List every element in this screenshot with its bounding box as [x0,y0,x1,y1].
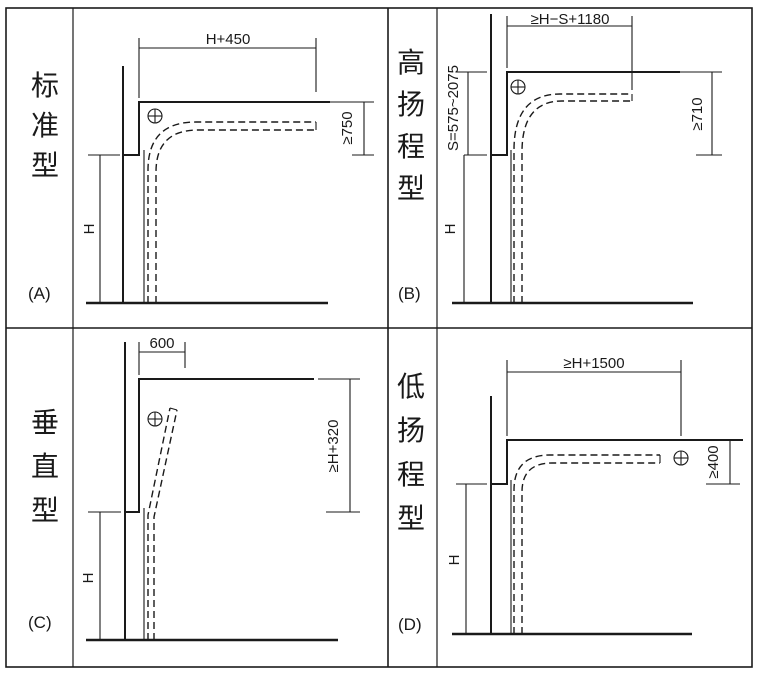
panel-b-height-label: H [442,224,459,235]
panel-d-track-inner [513,454,660,634]
panel-c-char-1: 垂 [31,406,59,439]
panel-b-track-inner [513,93,632,303]
panel-a-track-outer [155,129,316,303]
panel-a-dim-right: ≥750 [339,111,356,144]
panel-b-char-1: 高 [397,46,425,79]
outer-frame [5,7,753,668]
panel-d-height-label: H [446,555,463,566]
panel-a-label: (A) [28,284,51,303]
panel-c-dim-right: ≥H+320 [325,420,342,473]
panel-c: 垂 直 型 (C) 600 ≥H+320 H [28,335,360,642]
panel-b-header-ceiling [491,71,680,156]
panel-b-char-3: 程 [397,130,425,163]
panel-b-char-4: 型 [397,172,425,205]
panel-b-dim-left: S=575~2075 [445,65,462,151]
panel-d-dim-top: ≥H+1500 [563,355,624,372]
panel-a-track-inner [147,121,316,303]
panel-d: 低 扬 程 型 (D) ≥H+1500 ≥400 H [397,355,743,636]
panel-b-track-outer [521,100,632,303]
panel-c-track-outer [153,409,178,640]
panel-b-dim-top: ≥H−S+1180 [531,11,610,28]
panel-a-char-3: 型 [31,149,59,182]
panel-a-header-ceiling [123,101,330,156]
panel-a: 标 准 型 (A) H+450 ≥750 H [28,31,374,305]
panel-a-height-label: H [81,224,98,235]
panel-c-height-label: H [80,573,97,584]
panel-b-dim-right: ≥710 [689,97,706,130]
panel-c-header-ceiling [125,378,314,513]
panel-d-label: (D) [398,615,422,634]
panel-a-char-1: 标 [31,69,59,102]
panel-b: 高 扬 程 型 (B) ≥H−S+1180 ≥710 S=575~2075 H [397,11,722,305]
panel-d-char-1: 低 [397,370,425,403]
panel-d-char-4: 型 [397,502,425,535]
panel-d-track-outer [521,462,660,634]
panel-d-header-ceiling [491,439,743,485]
panel-c-track-inner [147,407,171,640]
panel-d-char-2: 扬 [397,414,425,447]
panel-a-dim-top: H+450 [206,31,251,48]
panel-d-char-3: 程 [397,458,425,491]
panel-b-char-2: 扬 [397,88,425,121]
panel-b-label: (B) [398,284,421,303]
panel-c-dim-top: 600 [149,335,174,352]
panel-d-dim-right: ≥400 [705,445,722,478]
panel-c-char-2: 直 [31,450,59,483]
panel-c-label: (C) [28,613,52,632]
panel-a-char-2: 准 [31,109,59,142]
panel-c-char-3: 型 [31,494,59,527]
